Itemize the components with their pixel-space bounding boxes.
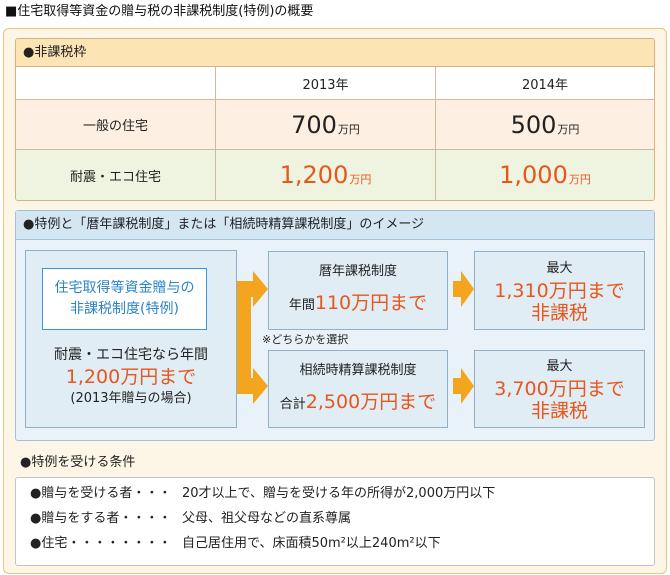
special-title-line1: 住宅取得等資金贈与の — [54, 280, 195, 296]
condition-leader: ・・・・ — [119, 511, 172, 526]
illustration-section: ●特例と「暦年課税制度」または「相続時精算課税制度」のイメージ 住宅取得等資金贈… — [15, 210, 655, 441]
special-note: (2013年贈与の場合) — [70, 391, 192, 406]
table-cell: 1,200万円 — [216, 150, 435, 200]
special-exemption-text: 耐震・エコ住宅なら年間 1,200万円まで (2013年贈与の場合) — [26, 344, 236, 410]
table-cell: 700万円 — [216, 100, 435, 149]
result-box-souzokuji: 最大 3,700万円まで 非課税 — [474, 350, 645, 428]
condition-leader: ・・・ — [132, 486, 172, 501]
amount-unit: 万円 — [349, 173, 372, 186]
result-box-rekinen: 最大 1,310万円まで 非課税 — [474, 251, 645, 330]
row-label-eco-housing: 耐震・エコ住宅 — [16, 150, 215, 200]
condition-row: ●住宅・・・・・・・・ 自己居住用で、床面積50m²以上240m²以下 — [30, 531, 654, 556]
special-desc: 耐震・エコ住宅なら年間 — [54, 347, 208, 363]
table-corner-cell — [16, 67, 215, 99]
special-exemption-box: 住宅取得等資金贈与の 非課税制度(特例) 耐震・エコ住宅なら年間 1,200万円… — [25, 250, 237, 428]
column-header-2014: 2014年 — [436, 67, 654, 99]
condition-text: 父母、祖父母などの直系尊属 — [182, 511, 352, 526]
amount-value: 1,200 — [279, 161, 349, 189]
option-amount: 110万円まで — [314, 292, 428, 314]
condition-label-wrap: ●住宅・・・・・・・・ — [30, 531, 182, 556]
exemption-limits-section: ●非課税枠 2013年 2014年 一般の住宅 700万円 500万円 耐震・エ… — [15, 38, 655, 201]
result-amount: 3,700万円まで — [494, 378, 625, 400]
result-text: 非課税 — [530, 301, 588, 324]
column-header-2013: 2013年 — [216, 67, 435, 99]
special-exemption-title-box: 住宅取得等資金贈与の 非課税制度(特例) — [42, 268, 207, 330]
right-arrow-icon — [453, 368, 474, 404]
option-box-rekinen: 暦年課税制度 年間110万円まで — [268, 251, 448, 330]
option-amount: 2,500万円まで — [305, 390, 437, 413]
amount-unit: 万円 — [337, 122, 360, 136]
condition-text: 20才以上で、贈与を受ける年の所得が2,000万円以下 — [182, 486, 496, 501]
condition-row: ●贈与を受ける者・・・ 20才以上で、贈与を受ける年の所得が2,000万円以下 — [30, 481, 654, 506]
right-arrow-icon — [453, 271, 474, 307]
result-amount: 1,310万円まで — [494, 279, 625, 302]
condition-label-wrap: ●贈与をする者・・・・ — [30, 506, 182, 531]
row-label-general-housing: 一般の住宅 — [16, 100, 215, 149]
condition-text: 自己居住用で、床面積50m²以上240m²以下 — [182, 536, 441, 551]
condition-leader: ・・・・・・・・ — [67, 536, 172, 551]
amount-value: 1,000 — [499, 161, 568, 189]
exemption-limits-header: ●非課税枠 — [16, 39, 654, 67]
exemption-limits-table: 2013年 2014年 一般の住宅 700万円 500万円 耐震・エコ住宅 1,… — [16, 67, 654, 200]
option-prefix: 合計 — [279, 396, 306, 412]
condition-label: ●住宅 — [30, 536, 68, 551]
condition-row: ●贈与をする者・・・・ 父母、祖父母などの直系尊属 — [30, 506, 654, 531]
option-amount-line: 年間110万円まで — [289, 290, 427, 319]
condition-label: ●贈与をする者 — [30, 511, 120, 526]
option-prefix: 年間 — [288, 298, 315, 313]
illustration-header: ●特例と「暦年課税制度」または「相続時精算課税制度」のイメージ — [16, 211, 654, 240]
condition-label: ●贈与を受ける者 — [30, 486, 133, 501]
option-box-souzokuji: 相続時精算課税制度 合計2,500万円まで — [268, 350, 448, 428]
special-title-line2: 非課税制度(特例) — [70, 301, 179, 317]
table-cell: 500万円 — [436, 100, 654, 149]
special-amount: 1,200万円まで — [65, 366, 197, 388]
conditions-header: ●特例を受ける条件 — [20, 455, 136, 470]
condition-label-wrap: ●贈与を受ける者・・・ — [30, 481, 182, 506]
result-text: 非課税 — [530, 400, 588, 422]
option-name: 暦年課税制度 — [318, 264, 397, 279]
choice-note: ※どちらかを選択 — [262, 333, 349, 346]
result-label: 最大 — [546, 359, 573, 374]
amount-unit: 万円 — [568, 173, 591, 186]
table-cell: 1,000万円 — [436, 150, 654, 200]
conditions-box: ●贈与を受ける者・・・ 20才以上で、贈与を受ける年の所得が2,000万円以下 … — [15, 477, 655, 566]
amount-value: 700 — [291, 110, 337, 139]
option-amount-line: 合計2,500万円まで — [280, 389, 436, 418]
amount-value: 500 — [510, 110, 557, 139]
amount-unit: 万円 — [557, 122, 580, 136]
result-label: 最大 — [546, 260, 573, 276]
option-name: 相続時精算課税制度 — [299, 362, 417, 378]
page-title: ■住宅取得等資金の贈与税の非課税制度(特例)の概要 — [5, 4, 314, 19]
